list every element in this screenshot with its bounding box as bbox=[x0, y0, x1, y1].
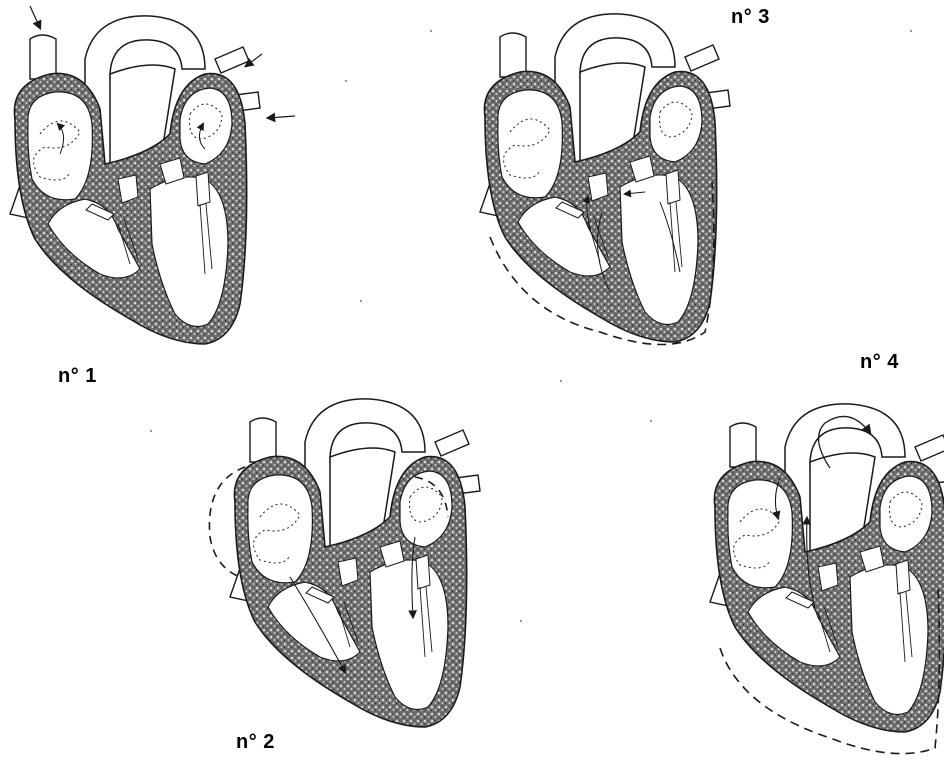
scan-speck bbox=[520, 620, 522, 622]
scan-speck bbox=[150, 430, 152, 432]
heart-1-label: n° 1 bbox=[58, 365, 97, 388]
scan-speck bbox=[560, 380, 562, 382]
heart-3-label: n° 3 bbox=[731, 6, 770, 29]
scan-speck bbox=[360, 300, 362, 302]
heart-diagram-4 bbox=[680, 408, 944, 768]
heart-4-label: n° 4 bbox=[860, 351, 899, 374]
heart-diagram-2 bbox=[200, 397, 490, 737]
scan-speck bbox=[910, 30, 912, 32]
heart-2-label: n° 2 bbox=[236, 731, 275, 754]
scan-speck bbox=[650, 420, 652, 422]
heart-diagram-3 bbox=[450, 12, 730, 362]
scan-speck bbox=[430, 30, 432, 32]
heart-diagram-1 bbox=[0, 14, 270, 354]
scan-speck bbox=[345, 80, 347, 82]
